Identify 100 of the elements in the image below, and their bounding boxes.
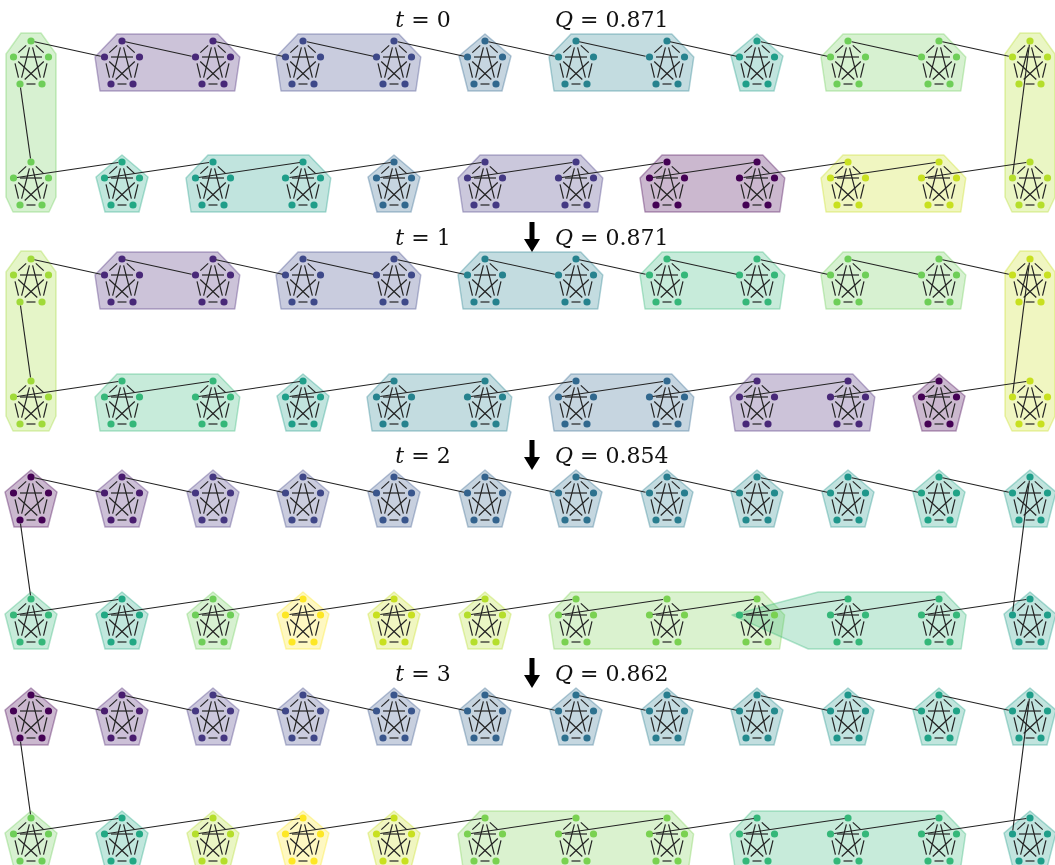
clique-drawing (185, 810, 240, 865)
modularity-label: Q = 0.871 (555, 225, 669, 251)
clique-drawing (190, 158, 235, 209)
clique-drawing (94, 154, 149, 213)
community-hull (729, 373, 877, 432)
connector-line (470, 818, 573, 834)
connector-line (397, 41, 465, 57)
clique-drawing (458, 687, 512, 746)
clique-drawing (730, 687, 785, 746)
clique-drawing (553, 255, 598, 306)
connector-line (924, 162, 1027, 178)
connector-line (379, 599, 482, 615)
clique-drawing (826, 814, 871, 865)
clique-drawing (276, 591, 331, 650)
community-hull (93, 373, 241, 432)
connector-line (470, 599, 573, 615)
clique-drawing (644, 37, 689, 88)
connector-line (669, 477, 737, 493)
clique-drawing (94, 469, 149, 528)
community-hull (5, 250, 57, 432)
community-hull (275, 33, 423, 92)
clique-drawing (553, 37, 598, 88)
clique-drawing (917, 595, 961, 646)
clique-drawing (4, 687, 58, 746)
clique-drawing (730, 33, 785, 92)
connector-line (760, 259, 828, 275)
clique-drawing (372, 255, 417, 306)
clique-drawing (735, 814, 780, 865)
clique-drawing (281, 158, 326, 209)
clique-drawing (9, 255, 53, 306)
clique-drawing (281, 255, 326, 306)
connector-line (33, 41, 102, 57)
community-hull (366, 373, 513, 432)
clique-drawing (367, 687, 422, 746)
connector-line (470, 162, 573, 178)
connector-line (124, 41, 193, 57)
clique-drawing (548, 687, 603, 746)
connector-line (1012, 44, 1030, 175)
clique-drawing (1007, 255, 1052, 306)
connector-line (941, 259, 1010, 275)
clique-drawing (276, 373, 331, 432)
community-hull (729, 810, 967, 865)
community-hull (820, 251, 967, 310)
connector-line (288, 818, 392, 834)
clique-drawing (1002, 469, 1055, 528)
community-hull (93, 251, 241, 310)
clique-drawing (4, 591, 58, 650)
connector-line (19, 305, 32, 378)
connector-line (652, 818, 755, 834)
clique-drawing (553, 814, 598, 865)
clique-drawing (912, 373, 966, 432)
connector-line (306, 259, 374, 275)
clique-drawing (367, 591, 422, 650)
community-hull (547, 373, 695, 432)
connector-line (487, 41, 556, 57)
connector-line (33, 259, 102, 275)
connector-line (561, 599, 664, 615)
clique-drawing (190, 255, 235, 306)
connector-line (742, 599, 846, 615)
community-hull (184, 154, 332, 213)
connector-line (19, 87, 32, 159)
community-hull (638, 251, 786, 310)
connector-line (19, 741, 32, 815)
clique-drawing (644, 158, 689, 209)
clique-drawing (553, 158, 598, 209)
connector-line (833, 599, 936, 615)
connector-line (379, 818, 482, 834)
clique-drawing (9, 158, 53, 209)
connector-line (851, 695, 919, 711)
clique-drawing (553, 595, 598, 646)
connector-line (198, 380, 301, 398)
clique-drawing (735, 595, 780, 646)
connector-line (669, 695, 737, 711)
clique-drawing (548, 469, 603, 528)
clique-drawing (735, 255, 780, 306)
clique-drawing (826, 37, 871, 88)
connector-line (198, 599, 301, 615)
clique-drawing (644, 377, 689, 428)
clique-drawing (730, 469, 785, 528)
connector-line (33, 695, 102, 711)
connector-line (1012, 698, 1030, 831)
clique-drawing (644, 814, 689, 865)
time-step-label: t = 0 (395, 7, 451, 33)
connector-line (742, 818, 846, 834)
clique-drawing (190, 377, 235, 428)
connector-line (16, 162, 119, 178)
connector-line (851, 477, 919, 493)
community-hull (1003, 32, 1055, 213)
connector-line (669, 41, 737, 57)
connector-line (561, 162, 664, 178)
community-hull (820, 154, 967, 213)
connector-line (578, 695, 647, 711)
connector-line (924, 818, 1027, 834)
clique-drawing (463, 255, 507, 306)
connector-line (742, 380, 846, 398)
clique-drawing (917, 158, 961, 209)
clique-drawing (367, 469, 422, 528)
connector-line (924, 380, 1027, 398)
clique-drawing (367, 154, 422, 213)
clique-drawing (372, 37, 417, 88)
